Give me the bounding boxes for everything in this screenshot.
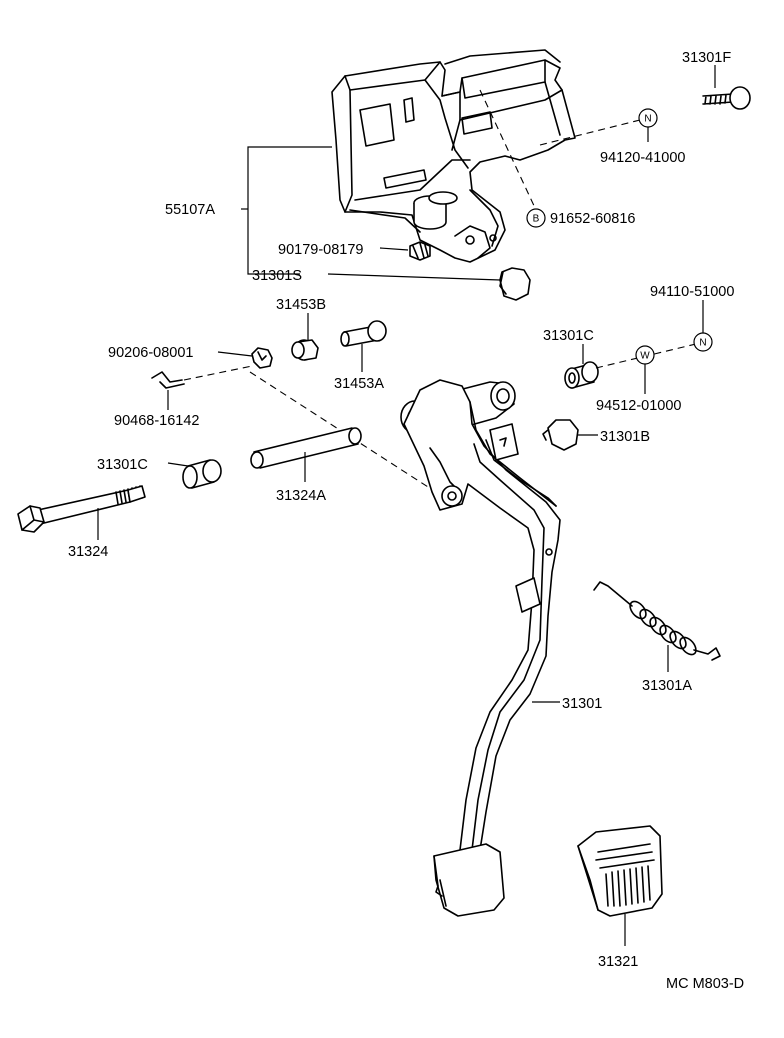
label-90468-16142: 90468-16142 (114, 413, 199, 429)
label-94120-41000: 94120-41000 (600, 150, 685, 166)
part-90179-nut (409, 241, 431, 261)
label-31321: 31321 (598, 954, 638, 970)
label-31301s: 31301S (252, 268, 302, 284)
part-31453b-bushing (291, 339, 319, 361)
label-91652-60816: 91652-60816 (550, 211, 635, 227)
part-31301-pedal-arm (400, 379, 561, 887)
part-90468-cotter-pin (151, 371, 185, 389)
label-55107a: 55107A (165, 202, 215, 218)
part-90206-clip (251, 347, 273, 369)
nut-symbol-label: N (644, 114, 651, 125)
label-31301: 31301 (562, 696, 602, 712)
label-94512-01000: 94512-01000 (596, 398, 681, 414)
part-31321-pedal-pad-cover (577, 825, 663, 917)
dashed-line-clip (183, 365, 253, 381)
part-31301c-right-bushing (564, 361, 599, 389)
leader-90179 (379, 247, 409, 251)
label-94110-51000: 94110-51000 (650, 284, 734, 300)
bolt-symbol-91652: B (526, 208, 546, 228)
pedal-pad (433, 843, 505, 917)
part-31453a-pin (340, 320, 387, 347)
washer-symbol-94512: W (635, 345, 655, 365)
pedal-bracket-assembly (331, 49, 576, 263)
bolt-symbol-label: B (533, 214, 540, 225)
label-90206-08001: 90206-08001 (108, 345, 193, 361)
label-31453a: 31453A (334, 376, 384, 392)
part-31324a-shaft (250, 427, 362, 469)
dashed-line-bolt (479, 89, 537, 211)
diagram-code: MC M803-D (666, 976, 744, 992)
label-31324: 31324 (68, 544, 108, 560)
dashed-line-nut (539, 117, 649, 146)
nut-symbol-94120: N (638, 108, 658, 128)
part-31301c-left-bushing (182, 459, 222, 489)
washer-symbol-label: W (640, 351, 650, 362)
label-31301a: 31301A (642, 678, 692, 694)
bracket-bracket-line (247, 146, 332, 275)
part-31301b-cushion (542, 419, 579, 451)
part-31301s-stopper (499, 267, 531, 301)
nut-symbol-94110-label: N (699, 338, 706, 349)
part-31301a-return-spring (593, 581, 721, 661)
label-31301c-right: 31301C (543, 328, 594, 344)
part-31301f-bolt (702, 86, 751, 110)
leader-90206 (217, 351, 253, 357)
label-31301c-left: 31301C (97, 457, 148, 473)
leader-31301s (327, 273, 501, 281)
part-31324-bolt (17, 485, 146, 533)
label-31301f: 31301F (682, 50, 731, 66)
leader-31301c-left (167, 462, 189, 467)
label-31453b: 31453B (276, 297, 326, 313)
label-90179-08179: 90179-08179 (278, 242, 363, 258)
label-31301b: 31301B (600, 429, 650, 445)
nut-symbol-94110: N (693, 332, 713, 352)
label-31324a: 31324A (276, 488, 326, 504)
